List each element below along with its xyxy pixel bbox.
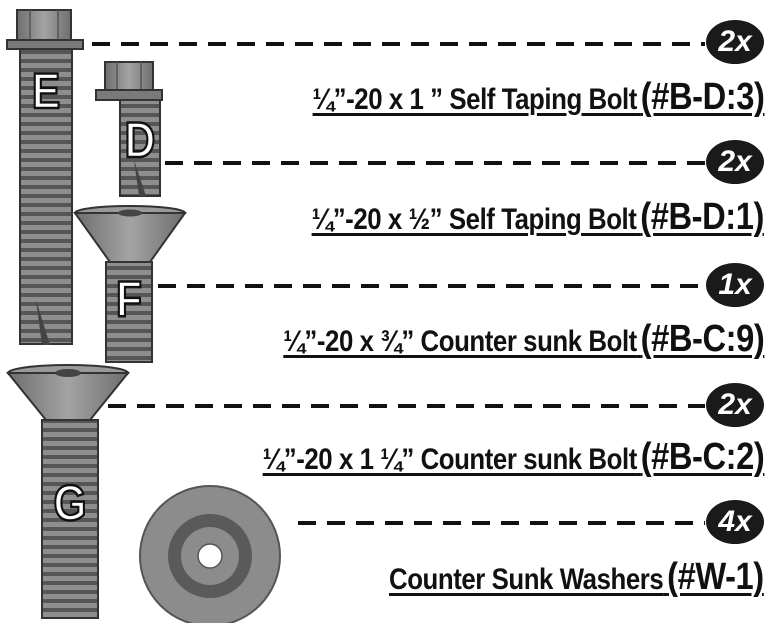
bolt-letter-e: E (31, 63, 61, 119)
part-description: ¼”-20 x ¾” Counter sunk Bolt (282, 325, 637, 358)
part-description: ¼”-20 x 1 ¼” Counter sunk Bolt (262, 443, 637, 476)
part-description: ¼”-20 x 1 ” Self Taping Bolt (312, 83, 637, 116)
part-label-g: ¼”-20 x 1 ¼” Counter sunk Bolt (#B-C:2) (262, 436, 764, 479)
quantity-text: 2x (718, 388, 752, 421)
bolt-letter-g: G (52, 475, 87, 531)
part-code: (#B-C:2) (640, 436, 764, 478)
washer-icon (139, 485, 281, 623)
bolt-g-icon (5, 364, 131, 619)
quantity-badge-e: 2x (706, 20, 764, 64)
part-code: (#B-D:3) (640, 76, 764, 118)
part-code: (#B-D:1) (640, 196, 764, 238)
bolt-letter-f: F (115, 271, 143, 327)
part-label-washer: Counter Sunk Washers (#W-1) (389, 556, 764, 599)
bolt-e-icon (6, 9, 84, 345)
quantity-badge-d: 2x (706, 140, 764, 184)
bolt-f-icon (73, 205, 187, 363)
part-code: (#W-1) (667, 556, 764, 598)
quantity-badge-f: 1x (706, 263, 764, 307)
part-label-d: ¼”-20 x ½” Self Taping Bolt (#B-D:1) (311, 196, 765, 239)
part-description: ¼”-20 x ½” Self Taping Bolt (311, 203, 637, 236)
bolt-d-icon (95, 61, 163, 197)
bolt-letter-d: D (124, 112, 157, 168)
part-code: (#B-C:9) (640, 318, 764, 360)
part-description: Counter Sunk Washers (389, 563, 664, 596)
quantity-text: 2x (718, 145, 752, 178)
quantity-text: 4x (718, 505, 752, 538)
part-label-f: ¼”-20 x ¾” Counter sunk Bolt (#B-C:9) (283, 318, 764, 361)
quantity-badge-g: 2x (706, 383, 764, 427)
part-label-e: ¼”-20 x 1 ” Self Taping Bolt (#B-D:3) (312, 76, 764, 119)
quantity-badge-washer: 4x (706, 500, 764, 544)
leader-lines (92, 42, 705, 525)
quantity-text: 1x (718, 268, 752, 301)
quantity-text: 2x (718, 25, 752, 58)
